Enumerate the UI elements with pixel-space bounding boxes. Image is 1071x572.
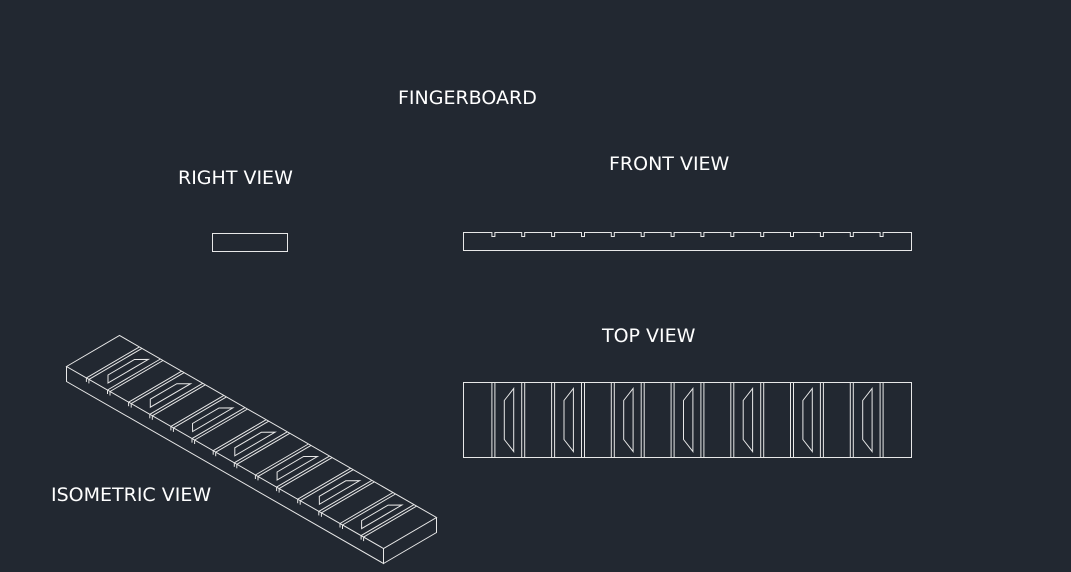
iso-top-face (65, 334, 438, 550)
iso-fret-slot (130, 372, 185, 405)
iso-fret-slot (194, 408, 248, 441)
iso-fret-slot (212, 419, 267, 452)
iso-fret-slot (152, 384, 206, 417)
iso-fret-slot (88, 347, 143, 380)
iso-fret-slot (342, 493, 396, 526)
isometric-view-label: ISOMETRIC VIEW (51, 484, 212, 506)
iso-key-cutout (191, 407, 235, 433)
top-view-label: TOP VIEW (602, 325, 696, 347)
iso-fret-slot (276, 455, 330, 488)
drawing-title: FINGERBOARD (398, 87, 537, 109)
iso-fret-slot (339, 492, 394, 524)
key-cutout (623, 387, 634, 453)
iso-fret-slot (128, 370, 182, 403)
iso-fret-slot (109, 360, 164, 392)
iso-fret-slot (257, 444, 312, 477)
iso-fret-slot (149, 382, 204, 415)
iso-key-cutout (361, 504, 404, 530)
top-view-outline (463, 382, 912, 458)
iso-fret-slot (236, 432, 291, 465)
iso-key-cutout (276, 456, 320, 481)
right-view-label: RIGHT VIEW (178, 167, 293, 189)
right-view (212, 233, 288, 252)
iso-fret-slot (363, 505, 417, 538)
iso-fret-slot (170, 394, 225, 427)
iso-end-face (383, 517, 437, 564)
iso-fret-slot (234, 431, 288, 464)
iso-fret-slot (86, 346, 140, 379)
iso-fret-slot (318, 479, 373, 512)
isometric-view (65, 334, 438, 565)
front-view-profile (463, 232, 912, 251)
iso-fret-slot (297, 467, 351, 500)
iso-fret-slot (107, 358, 161, 391)
key-cutout (503, 387, 515, 453)
iso-fret-slot (173, 396, 227, 429)
key-cutout (563, 387, 574, 453)
iso-fret-slot (191, 407, 246, 440)
iso-fret-slot (321, 481, 375, 514)
iso-fret-slot (215, 420, 269, 453)
iso-fret-slot (299, 469, 354, 502)
key-cutout (862, 387, 873, 453)
key-cutout (802, 387, 813, 453)
key-cutout (742, 387, 754, 453)
iso-fret-slot (360, 504, 415, 537)
front-view (463, 232, 912, 251)
iso-key-cutout (318, 480, 362, 506)
iso-key-cutout (149, 383, 193, 409)
iso-key-cutout (234, 431, 277, 457)
key-cutout (683, 387, 694, 453)
iso-front-face (66, 366, 384, 565)
top-view (463, 382, 912, 458)
front-view-label: FRONT VIEW (609, 153, 730, 175)
iso-key-cutout (107, 358, 151, 384)
right-view-profile (212, 233, 288, 252)
iso-fret-slot (255, 443, 309, 476)
iso-fret-slot (278, 457, 333, 490)
